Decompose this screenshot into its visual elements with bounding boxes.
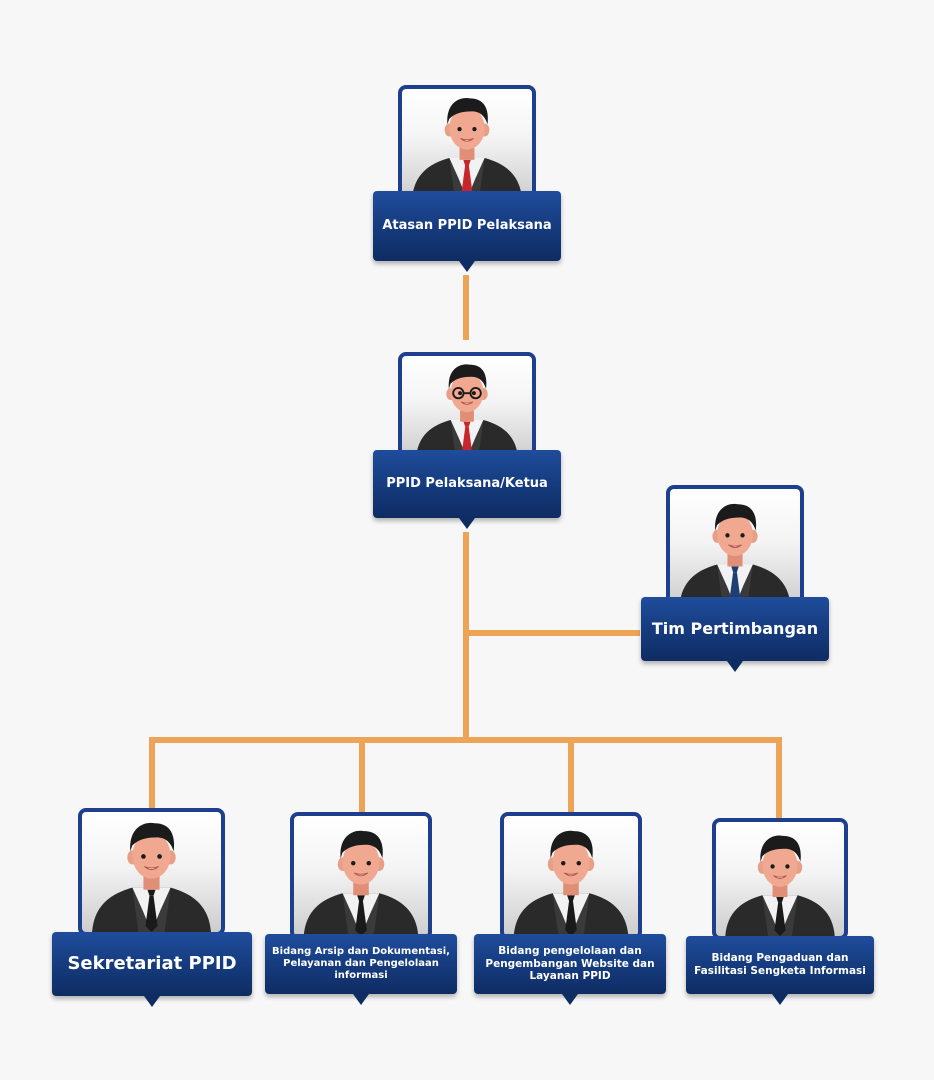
avatar bbox=[712, 818, 848, 940]
avatar bbox=[290, 812, 432, 940]
node-label: PPID Pelaksana/Ketua bbox=[373, 450, 561, 529]
node-label: Sekretariat PPID bbox=[52, 932, 252, 1007]
avatar bbox=[398, 352, 536, 462]
person-illustration bbox=[303, 830, 419, 936]
avatar bbox=[398, 85, 536, 203]
person-illustration bbox=[92, 822, 211, 932]
node-label: Bidang Pengaduan dan Fasilitasi Sengketa… bbox=[686, 936, 874, 1005]
avatar bbox=[666, 485, 804, 610]
person-illustration bbox=[513, 830, 629, 936]
node-label: Bidang Arsip dan Dokumentasi, Pelayanan … bbox=[265, 934, 457, 1005]
person-illustration bbox=[725, 835, 835, 936]
node-label: Tim Pertimbangan bbox=[641, 597, 829, 672]
person-illustration bbox=[679, 503, 791, 606]
node-label: Bidang pengelolaan dan Pengembangan Webs… bbox=[474, 934, 666, 1005]
person-illustration bbox=[412, 97, 522, 199]
avatar bbox=[500, 812, 642, 940]
avatar bbox=[78, 808, 225, 936]
node-label: Atasan PPID Pelaksana bbox=[373, 191, 561, 272]
person-illustration bbox=[416, 364, 518, 458]
